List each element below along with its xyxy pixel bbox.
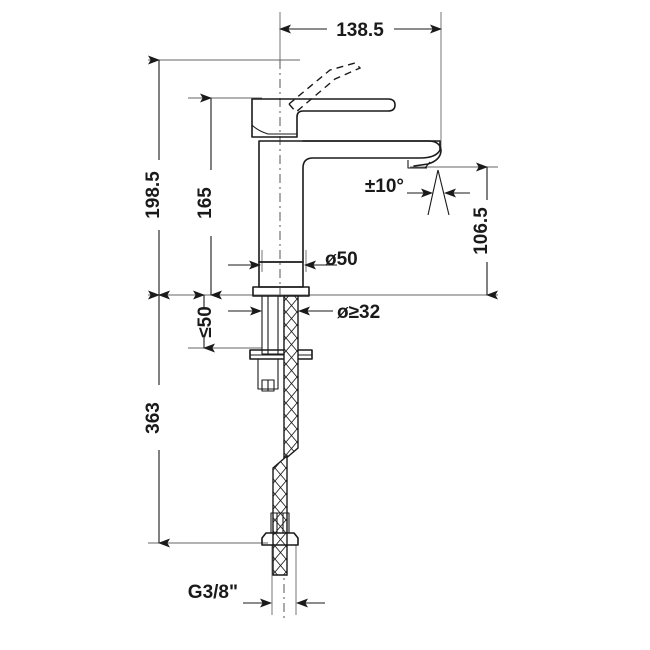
dimension-counter-thickness: ≤50 [193,290,216,353]
lever-handle-raised-ghost [288,62,362,113]
dimension-label-363: 363 [143,402,164,434]
lever-handle [251,98,396,138]
dimension-label-198-5: 198.5 [143,171,164,219]
faucet-body [258,140,441,263]
mounting-nut [249,349,313,360]
faucet-assembly [249,62,442,576]
reference-lines [148,12,498,615]
dimension-height-overall: 198.5 [143,55,170,300]
dimension-hole-diameter: ø≥32 [228,302,380,323]
threaded-shank [261,295,285,355]
dimension-spout-height: 106.5 [471,162,498,300]
clamp-stud [257,358,279,392]
dimension-hose-length: 363 [143,290,170,548]
dimension-label-165: 165 [195,187,216,219]
dimension-label-138-5: 138.5 [336,20,384,41]
dimension-thread-size: G3/8" [188,582,325,608]
dimension-height-body: 165 [195,93,222,300]
spout [302,140,442,167]
dimension-label-g38: G3/8" [188,582,238,603]
hose-connector-nut [261,532,299,546]
dimension-label-plus-minus-10-deg: ±10° [365,176,404,197]
spout-outlet [407,160,431,169]
dimension-base-diameter: ø50 [228,249,358,270]
dimension-label-dia-min-32: ø≥32 [337,302,380,323]
dimension-label-dia-50: ø50 [325,249,358,270]
dimension-label-106-5: 106.5 [471,207,492,255]
dimension-width-overall: 138.5 [279,20,442,41]
base-column [258,261,304,288]
dimension-label-max-50: ≤50 [195,306,216,338]
dimension-spout-angle: ±10° [365,169,470,216]
